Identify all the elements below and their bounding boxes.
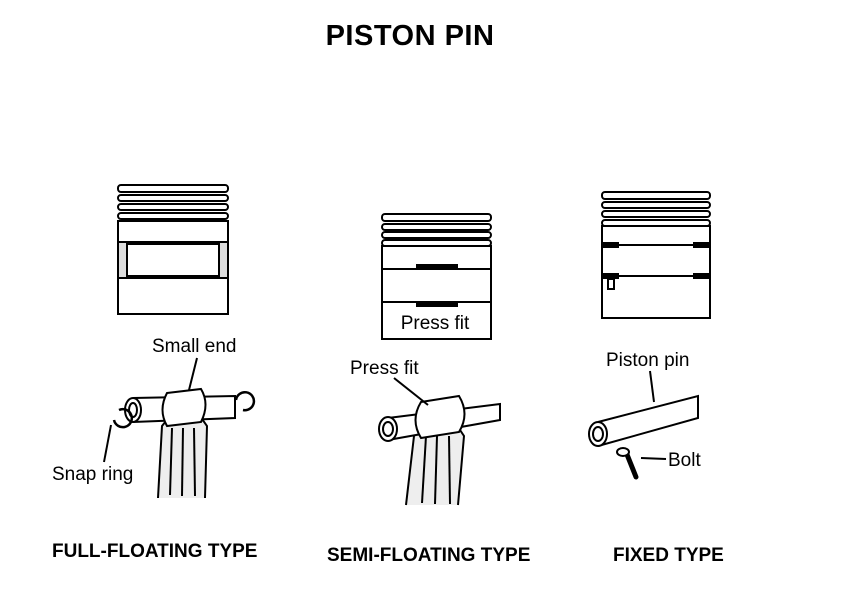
label-small-end: Small end xyxy=(152,336,237,358)
fixed-piston xyxy=(602,192,710,318)
snap-ring-leader xyxy=(104,425,111,462)
press-fit-leader xyxy=(394,378,428,405)
label-piston-pin: Piston pin xyxy=(606,350,689,372)
label-snap-ring: Snap ring xyxy=(52,464,133,486)
caption-fixed: FIXED TYPE xyxy=(613,545,724,567)
caption-semi-floating: SEMI-FLOATING TYPE xyxy=(327,545,530,567)
semi-floating-rod-and-pin xyxy=(379,396,500,505)
full-floating-rod-and-pin xyxy=(114,389,254,498)
bolt-leader xyxy=(641,458,666,459)
full-floating-piston xyxy=(118,185,228,314)
label-press-fit-piston: Press fit xyxy=(390,313,480,335)
label-press-fit-rod: Press fit xyxy=(350,358,419,380)
piston-pin-leader xyxy=(650,371,654,402)
caption-full-floating: FULL-FLOATING TYPE xyxy=(52,541,257,563)
label-bolt: Bolt xyxy=(668,450,701,472)
small-end-leader xyxy=(189,358,197,390)
